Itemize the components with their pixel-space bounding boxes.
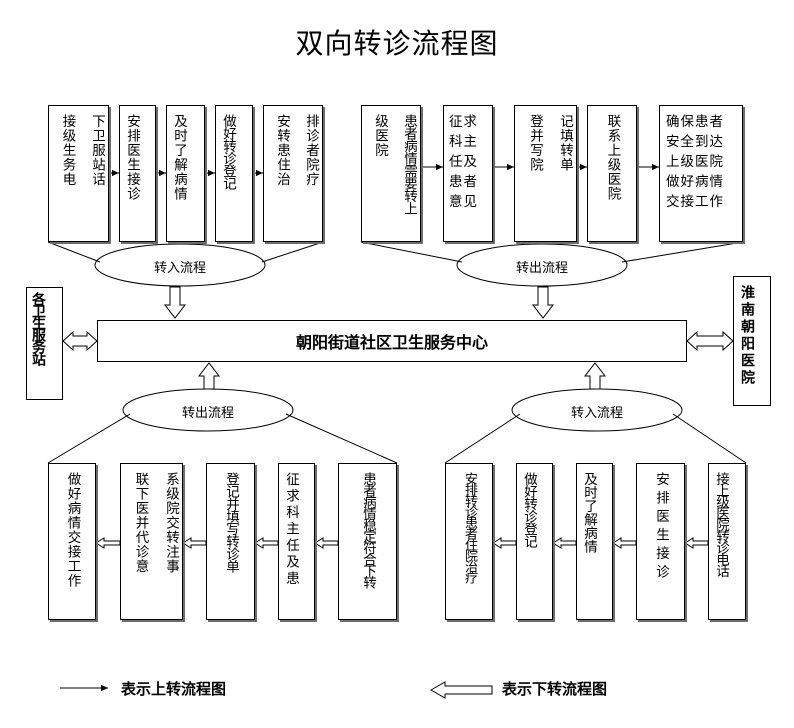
bl-box-4-text: 征求科主任及患 xyxy=(283,472,299,588)
br-box-5: 接上级医院转诊电话 xyxy=(708,463,746,620)
br-box-2: 做好转诊登记 xyxy=(516,463,553,620)
ellipse-top-right xyxy=(456,243,628,287)
tr-box-4: 联系上级医院 xyxy=(587,105,637,242)
legend-down-arrow xyxy=(429,681,493,699)
right-side-node: 淮南朝阳医院 xyxy=(733,276,771,406)
label-top-left: 转入流程 xyxy=(153,261,206,276)
tr-box-1: 患者病情需要转上 级医院 xyxy=(361,105,421,242)
bl-box-3-text: 登记并填写转诊单 xyxy=(223,472,239,572)
bl-box-1-text: 做好病情交接工作 xyxy=(64,472,81,588)
tr-box-2-text: 征求科主任及患者意见 xyxy=(449,114,478,210)
tr-box-3-col-a: 登并写院 xyxy=(527,114,543,172)
tl-box-5: 排诊者院疗 安转患住治 xyxy=(263,105,323,242)
bl-box-2-col-a: 联下医并代诊意 xyxy=(132,472,149,574)
tl-box-5-col-b: 排诊者院疗 xyxy=(303,114,319,187)
tl-box-2-text: 安排医生接诊 xyxy=(124,114,140,201)
br-box-1: 安排转诊患者住院治疗 xyxy=(445,463,493,620)
tr-box-1-col-b: 患者病情需要转上 xyxy=(401,114,417,214)
tr-box-2: 征求科主任及患者意见 xyxy=(443,105,493,242)
tl-box-3: 及时了解病情 xyxy=(166,105,205,242)
tr-box-3-col-b: 记填转单 xyxy=(557,114,573,172)
tl-box-2: 安排医生接诊 xyxy=(119,105,156,242)
left-side-text: 各卫生服务站 xyxy=(30,292,46,364)
right-side-text: 淮南朝阳医院 xyxy=(739,285,755,387)
br-box-3-text: 及时了解病情 xyxy=(581,472,597,553)
legend-up-label: 表示上转流程图 xyxy=(121,680,227,698)
tr-box-1-col-a: 级医院 xyxy=(372,114,388,158)
page-title: 双向转诊流程图 xyxy=(295,27,499,60)
left-side-node: 各卫生服务站 xyxy=(26,287,63,400)
center-node: 朝阳街道社区卫生服务中心 xyxy=(97,320,687,362)
tr-box-5: 确保患者安全到达上级医院做好病情交接工作 xyxy=(659,105,743,242)
label-bottom-left: 转出流程 xyxy=(181,406,234,421)
label-top-right: 转出流程 xyxy=(515,261,568,276)
tl-box-5-col-a: 安转患住治 xyxy=(274,114,290,187)
tl-box-4-text: 做好转诊登记 xyxy=(220,114,236,189)
tr-box-5-text: 确保患者安全到达上级医院做好病情交接工作 xyxy=(666,114,724,210)
tr-box-3: 记填转单 登并写院 xyxy=(514,105,577,242)
tl-box-1-col-a: 接级生务电 xyxy=(59,114,76,187)
tl-box-4: 做好转诊登记 xyxy=(215,105,253,242)
br-box-5-text: 接上级医院转诊电话 xyxy=(713,472,729,576)
br-box-4-text: 安排医生接诊 xyxy=(653,472,669,583)
br-box-1-text: 安排转诊患者住院治疗 xyxy=(462,472,477,582)
label-bottom-right: 转入流程 xyxy=(570,406,623,421)
bl-box-5: 患者病情稳定符合下转 xyxy=(338,463,397,620)
bl-box-5-text: 患者病情稳定符合下转 xyxy=(360,472,376,587)
tl-box-1: 下卫服站话 接级生务电 xyxy=(48,105,109,242)
legend-down-label: 表示下转流程图 xyxy=(502,680,608,698)
ellipse-top-left xyxy=(94,243,266,287)
bl-box-2-col-b: 系级院交转注事 xyxy=(163,472,179,574)
bl-box-4: 征求科主任及患 xyxy=(278,463,315,620)
br-box-4: 安排医生接诊 xyxy=(636,463,685,620)
tr-box-4-text: 联系上级医院 xyxy=(604,114,621,201)
br-box-2-text: 做好转诊登记 xyxy=(521,472,537,547)
bl-box-1: 做好病情交接工作 xyxy=(48,463,96,620)
tl-box-1-col-b: 下卫服站话 xyxy=(89,114,105,187)
bl-box-3: 登记并填写转诊单 xyxy=(206,463,255,620)
br-box-3: 及时了解病情 xyxy=(576,463,613,620)
tl-box-3-text: 及时了解病情 xyxy=(171,114,187,201)
bl-box-2: 系级院交转注事 联下医并代诊意 xyxy=(120,463,183,620)
